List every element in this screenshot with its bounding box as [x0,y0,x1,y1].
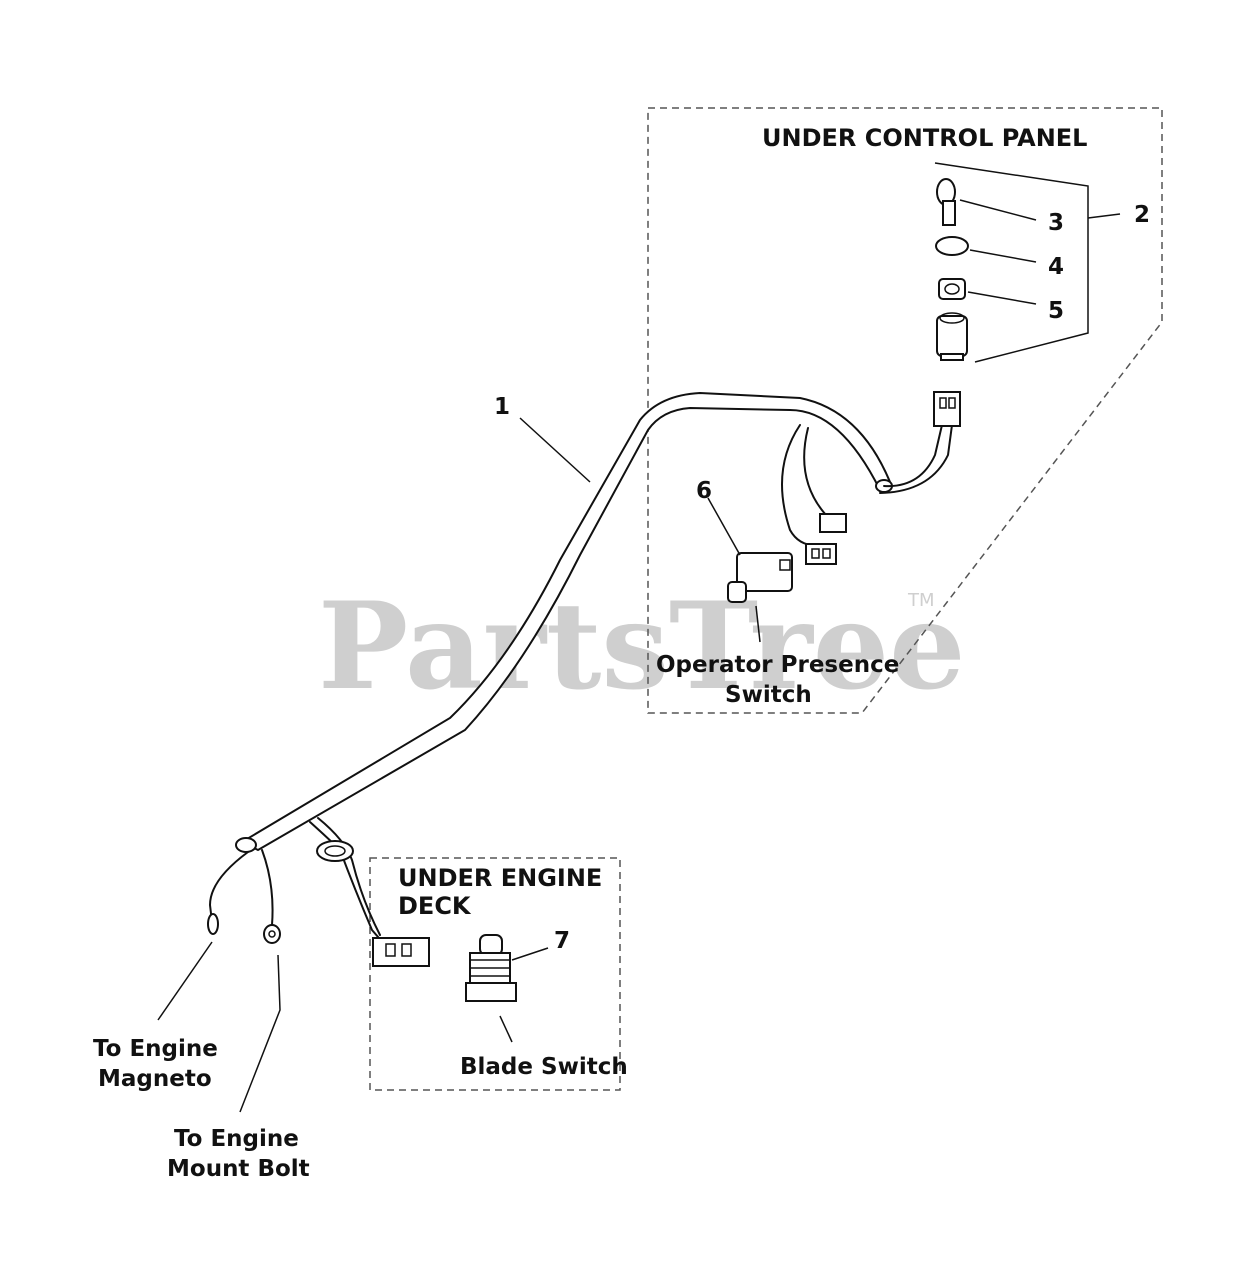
operator-presence-switch-icon [727,552,793,603]
group-bracket [934,162,1089,363]
callout-3: 3 [1048,210,1064,236]
callout-6: 6 [696,478,712,504]
engine-deck-title-line2: DECK [398,892,472,920]
control-panel-title: UNDER CONTROL PANEL [762,124,1087,152]
callout-4: 4 [1048,254,1064,280]
callout-5: 5 [1048,298,1064,324]
wire-coil [316,840,354,862]
blade-switch-caption: Blade Switch [460,1054,628,1080]
ignition-key-icon [936,178,956,226]
engine-deck-title-line1: UNDER ENGINE [398,864,602,892]
blade-switch-connector [372,937,430,967]
operator-switch-caption-line2: Switch [725,682,812,708]
blade-switch-icon [465,934,517,1002]
mount-bolt-caption-line2: Mount Bolt [167,1156,310,1182]
watermark-trademark: TM [907,590,935,611]
magneto-terminal [207,913,219,935]
callout-1: 1 [494,394,510,420]
mount-bolt-caption-line1: To Engine [174,1126,299,1152]
harness-connector-a [819,513,847,533]
callout-7: 7 [554,928,570,954]
control-panel-region-border [647,107,1163,714]
harness-connector-top [933,391,961,427]
magneto-caption-line2: Magneto [98,1066,212,1092]
wire-harness [207,391,961,967]
callout-2: 2 [1134,202,1150,228]
ring-terminal [263,924,281,944]
engine-deck-region-border [369,857,621,1091]
nut-cover-icon [935,236,969,256]
hex-nut-icon [938,278,966,300]
watermark-text: PartsTree [318,576,965,717]
ignition-switch-icon [936,312,968,361]
harness-connector-b [805,543,837,565]
magneto-caption-line1: To Engine [93,1036,218,1062]
operator-switch-caption-line1: Operator Presence [656,652,899,678]
